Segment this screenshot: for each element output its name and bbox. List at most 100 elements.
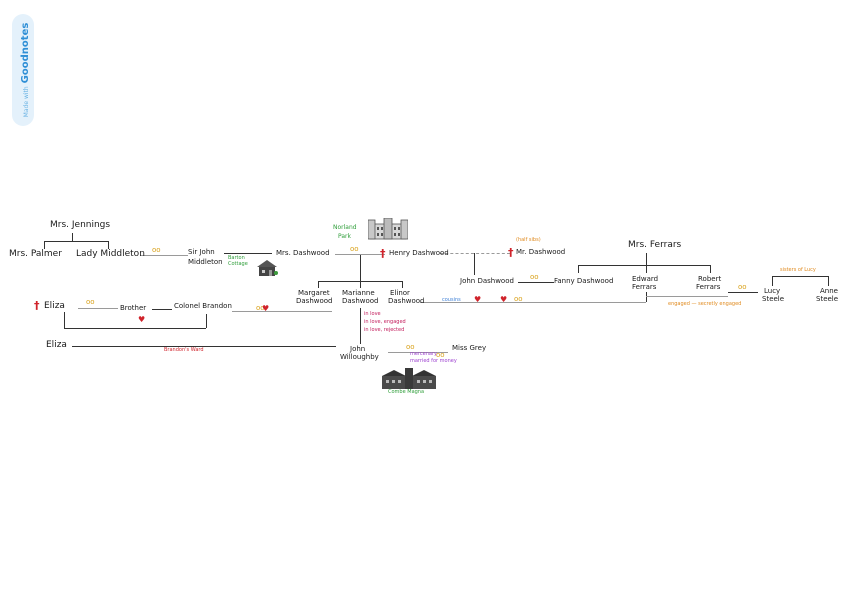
- person-edward: Edward: [632, 276, 658, 283]
- person-mrs-palmer: Mrs. Palmer: [9, 250, 62, 259]
- person-robert-surname: Ferrars: [696, 284, 720, 291]
- person-mr-dashwood: Mr. Dashwood: [516, 249, 565, 256]
- wedding-rings-icon: oo: [152, 247, 161, 254]
- eliza-brother-marriage: [78, 308, 118, 309]
- note-married-for-money: married for money: [410, 359, 457, 364]
- person-anne-surname: Steele: [816, 296, 838, 303]
- badge-text: Made with Goodnotes: [12, 14, 34, 126]
- half-sibs-dashed-line: [440, 253, 510, 254]
- place-norland: Norland: [333, 225, 357, 231]
- person-margaret: Margaret: [298, 290, 330, 297]
- death-cross-icon: †: [508, 247, 514, 258]
- marianne-willoughby-line: [360, 308, 361, 344]
- person-brother: Brother: [120, 305, 146, 312]
- jennings-drop-palmer: [44, 241, 45, 249]
- note-engaged: engaged — secretly engaged: [668, 302, 741, 307]
- person-marianne-surname: Dashwood: [342, 298, 379, 305]
- jennings-drop-middleton: [108, 241, 109, 249]
- note-marianne-3: in love, rejected: [364, 328, 404, 333]
- place-barton-cottage: Cottage: [228, 262, 248, 267]
- wedding-rings-icon: oo: [436, 352, 445, 359]
- person-miss-grey: Miss Grey: [452, 345, 486, 352]
- eliza-willoughby-line: [72, 346, 336, 347]
- person-colonel-brandon: Colonel Brandon: [174, 303, 232, 310]
- cousins-line: [224, 253, 272, 254]
- note-eliza-ward: Brandon's Ward: [164, 348, 204, 353]
- person-sir-john: Sir John: [188, 249, 215, 256]
- ferrars-children-bar: [578, 265, 710, 266]
- manor-house-icon: [368, 218, 408, 240]
- badge-made-with: Made with: [23, 86, 30, 117]
- heart-icon: ♥: [500, 296, 507, 304]
- note-marianne-2: in love, engaged: [364, 320, 406, 325]
- wedding-rings-icon: oo: [86, 299, 95, 306]
- john-fanny-marriage: [518, 282, 554, 283]
- steele-sisters-bar: [772, 276, 828, 277]
- cottage-icon: [256, 259, 278, 277]
- note-cousins: cousins: [442, 298, 461, 303]
- person-lady-middleton: Lady Middleton: [76, 250, 145, 259]
- person-marianne: Marianne: [342, 290, 375, 297]
- john-dashwood-stem: [474, 253, 475, 275]
- person-mrs-dashwood: Mrs. Dashwood: [276, 250, 330, 257]
- eliza-child-stem: [64, 312, 65, 328]
- robert-lucy-marriage: [728, 292, 758, 293]
- person-lucy: Lucy: [764, 288, 780, 295]
- drop-anne: [828, 276, 829, 286]
- note-half-sibs: (half sibs): [516, 238, 541, 243]
- heart-icon: ♥: [474, 296, 481, 304]
- note-marianne-1: in love: [364, 312, 381, 317]
- note-sisters-of-lucy: sisters of Lucy: [780, 268, 816, 273]
- wedding-rings-icon: oo: [350, 246, 359, 253]
- ward-bracket-right: [206, 314, 207, 328]
- place-combe-magna: Combe Magna: [388, 390, 424, 395]
- heart-icon: ♥: [262, 305, 269, 313]
- edward-drop: [646, 292, 647, 302]
- jennings-stem: [72, 233, 73, 241]
- drop-marianne: [360, 281, 361, 288]
- person-john-dashwood: John Dashwood: [460, 278, 514, 285]
- person-eliza: Eliza: [46, 341, 67, 350]
- death-cross-icon: †: [34, 300, 40, 311]
- person-mrs-ferrars: Mrs. Ferrars: [628, 241, 681, 250]
- badge-brand: Goodnotes: [20, 23, 31, 84]
- dashwood-sisters-stem: [360, 255, 361, 281]
- brother-brandon-line: [152, 309, 172, 310]
- ferrars-stem: [646, 253, 647, 265]
- brandon-marianne-line: [232, 311, 332, 312]
- person-elinor-surname: Dashwood: [388, 298, 425, 305]
- wedding-rings-icon: oo: [406, 344, 415, 351]
- person-john-willoughby-surname: Willoughby: [340, 354, 379, 361]
- drop-margaret: [318, 281, 319, 288]
- drop-lucy: [772, 276, 773, 286]
- person-robert: Robert: [698, 276, 721, 283]
- person-margaret-surname: Dashwood: [296, 298, 333, 305]
- jennings-children-bar: [44, 241, 108, 242]
- person-lucy-surname: Steele: [762, 296, 784, 303]
- drop-elinor: [402, 281, 403, 288]
- person-anne: Anne: [820, 288, 838, 295]
- middleton-marriage-line: [140, 255, 188, 256]
- ward-bracket: [64, 328, 206, 329]
- death-cross-icon: †: [380, 248, 386, 259]
- drop-fanny: [578, 265, 579, 273]
- drop-edward: [646, 265, 647, 273]
- wedding-rings-icon: oo: [530, 274, 539, 281]
- wedding-rings-icon: oo: [738, 284, 747, 291]
- person-eliza-elder: Eliza: [44, 302, 65, 311]
- person-fanny-dashwood: Fanny Dashwood: [554, 278, 613, 285]
- person-elinor: Elinor: [390, 290, 410, 297]
- mansion-icon: [380, 368, 438, 390]
- note-mercenary: mercenary: [410, 352, 437, 357]
- person-henry-dashwood: Henry Dashwood: [389, 250, 449, 257]
- place-norland-park: Park: [338, 234, 351, 240]
- wedding-rings-icon: oo: [514, 296, 523, 303]
- heart-icon: ♥: [138, 316, 145, 324]
- goodnotes-badge[interactable]: Made with Goodnotes: [12, 14, 34, 126]
- drop-robert: [710, 265, 711, 273]
- person-john-willoughby: John: [350, 346, 365, 353]
- person-edward-surname: Ferrars: [632, 284, 656, 291]
- edward-lucy-engaged-line: [646, 296, 728, 297]
- person-sir-john-surname: Middleton: [188, 259, 223, 266]
